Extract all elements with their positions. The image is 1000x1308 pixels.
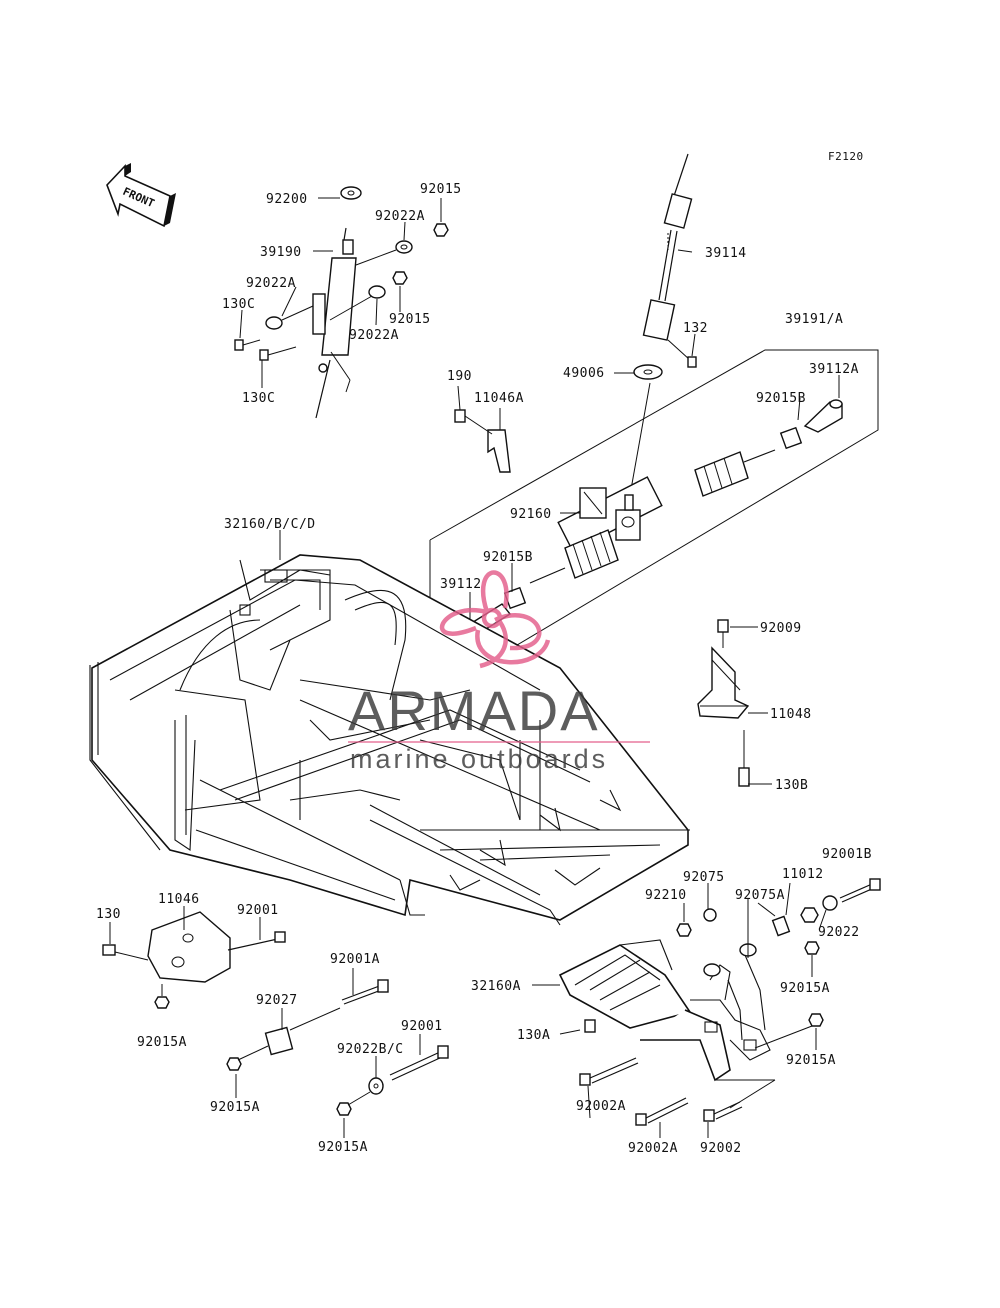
label-92075A[interactable]: 92075A [735, 888, 785, 903]
label-92160[interactable]: 92160 [510, 507, 552, 522]
label-92015A-l[interactable]: 92015A [137, 1035, 187, 1050]
label-92001B[interactable]: 92001B [822, 847, 872, 862]
label-39114[interactable]: 39114 [705, 246, 747, 261]
label-92015A-r2[interactable]: 92015A [786, 1053, 836, 1068]
label-92015-top[interactable]: 92015 [420, 182, 462, 197]
label-11046A[interactable]: 11046A [474, 391, 524, 406]
label-49006[interactable]: 49006 [563, 366, 605, 381]
front-arrow-icon: FRONT [106, 163, 176, 228]
label-92015B-1[interactable]: 92015B [756, 391, 806, 406]
label-39190[interactable]: 39190 [260, 245, 302, 260]
bolt-parts-left [226, 979, 449, 1116]
label-130[interactable]: 130 [96, 907, 121, 922]
steering-shaft-assembly [629, 153, 697, 496]
label-92022BC[interactable]: 92022B/C [337, 1042, 404, 1057]
label-39112[interactable]: 39112 [440, 577, 482, 592]
label-39191A[interactable]: 39191/A [785, 312, 843, 327]
label-92022A-3[interactable]: 92022A [349, 328, 399, 343]
sub-frame-32160A [558, 878, 881, 1126]
label-32160A[interactable]: 32160A [471, 979, 521, 994]
label-92009[interactable]: 92009 [760, 621, 802, 636]
label-130C-1[interactable]: 130C [222, 297, 255, 312]
watermark-tagline: marine outboards [350, 744, 608, 774]
label-92001-1[interactable]: 92001 [237, 903, 279, 918]
label-92015-mid[interactable]: 92015 [389, 312, 431, 327]
label-132[interactable]: 132 [683, 321, 708, 336]
watermark: ARMADA marine outboards [348, 570, 650, 774]
bracket-11048 [697, 619, 750, 787]
label-92015A-b1[interactable]: 92015A [210, 1100, 260, 1115]
label-92015A-b2[interactable]: 92015A [318, 1140, 368, 1155]
bracket-11046 [102, 911, 286, 1009]
main-frame [89, 554, 690, 926]
label-92002[interactable]: 92002 [700, 1141, 742, 1156]
shock-absorber-assembly [234, 186, 449, 419]
label-130A[interactable]: 130A [517, 1028, 550, 1043]
watermark-brand: ARMADA [348, 679, 600, 742]
label-11046[interactable]: 11046 [158, 892, 200, 907]
label-11012[interactable]: 11012 [782, 867, 824, 882]
part-labels: 92200 92015 92022A 39190 92022A 130C 920… [96, 182, 872, 1156]
label-92002A-2[interactable]: 92002A [628, 1141, 678, 1156]
label-92022A-1[interactable]: 92022A [375, 209, 425, 224]
label-190[interactable]: 190 [447, 369, 472, 384]
label-92001A[interactable]: 92001A [330, 952, 380, 967]
figure-code: F2120 [828, 150, 864, 163]
label-39112A[interactable]: 39112A [809, 362, 859, 377]
label-92022A-2[interactable]: 92022A [246, 276, 296, 291]
leader-lines [109, 197, 840, 1138]
label-92015B-2[interactable]: 92015B [483, 550, 533, 565]
label-130B[interactable]: 130B [775, 778, 808, 793]
label-11048[interactable]: 11048 [770, 707, 812, 722]
propeller-logo-icon [439, 570, 551, 669]
label-130C-2[interactable]: 130C [242, 391, 275, 406]
label-92075[interactable]: 92075 [683, 870, 725, 885]
label-32160BCD[interactable]: 32160/B/C/D [224, 517, 316, 532]
label-92027[interactable]: 92027 [256, 993, 298, 1008]
label-92002A-1[interactable]: 92002A [576, 1099, 626, 1114]
label-92022[interactable]: 92022 [818, 925, 860, 940]
label-92210[interactable]: 92210 [645, 888, 687, 903]
label-92200[interactable]: 92200 [266, 192, 308, 207]
label-92015A-r1[interactable]: 92015A [780, 981, 830, 996]
label-92001-2[interactable]: 92001 [401, 1019, 443, 1034]
